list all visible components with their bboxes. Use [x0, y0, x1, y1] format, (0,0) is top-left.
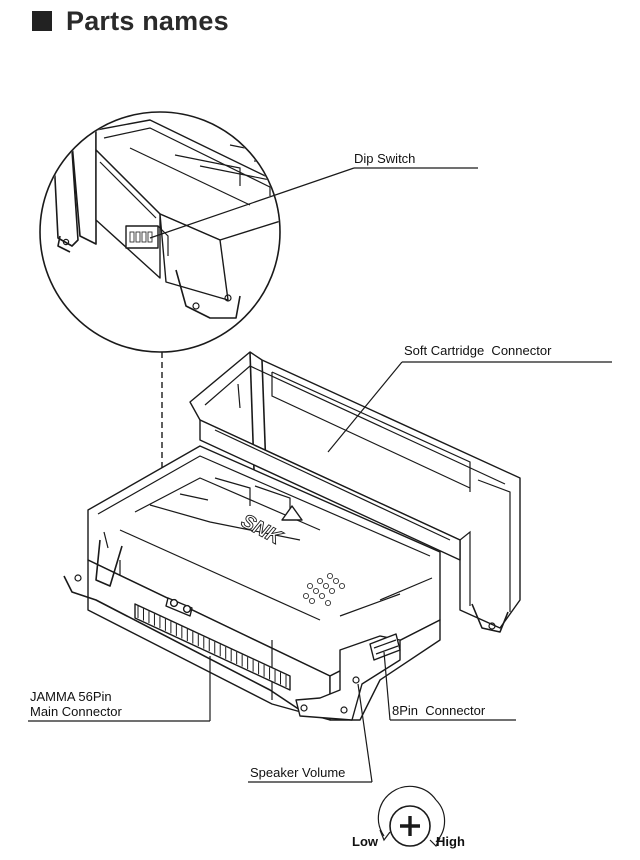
label-8pin-connector: 8Pin Connector — [392, 703, 486, 718]
label-jamma-line1: JAMMA 56Pin — [30, 689, 112, 704]
rotation-arc-icon — [377, 785, 437, 837]
label-low: Low — [352, 834, 379, 849]
label-jamma-line2: Main Connector — [30, 704, 122, 719]
page-title: Parts names — [32, 4, 229, 38]
label-dip-switch: Dip Switch — [354, 151, 415, 166]
dip-switch-icon — [129, 231, 153, 243]
triangle-mark-icon — [281, 505, 303, 521]
label-speaker-volume: Speaker Volume — [250, 765, 345, 780]
label-high: High — [436, 834, 465, 849]
speaker-vent-icon — [302, 572, 346, 607]
volume-knob — [377, 785, 446, 848]
arrow-high-icon — [429, 837, 441, 848]
plus-dial-icon — [400, 816, 420, 836]
main-unit: SNK — [63, 351, 521, 721]
leader-lines — [28, 167, 612, 783]
fuse-icon — [165, 597, 193, 617]
title-text: Parts names — [66, 5, 229, 36]
volume-screw-icon — [352, 676, 360, 684]
jamma-connector-pins-icon — [134, 603, 291, 691]
label-soft-cartridge-connector: Soft Cartridge Connector — [404, 343, 552, 358]
square-bullet-icon — [32, 11, 52, 31]
arrow-low-icon — [379, 829, 391, 842]
zoom-detail-circle — [39, 111, 281, 353]
